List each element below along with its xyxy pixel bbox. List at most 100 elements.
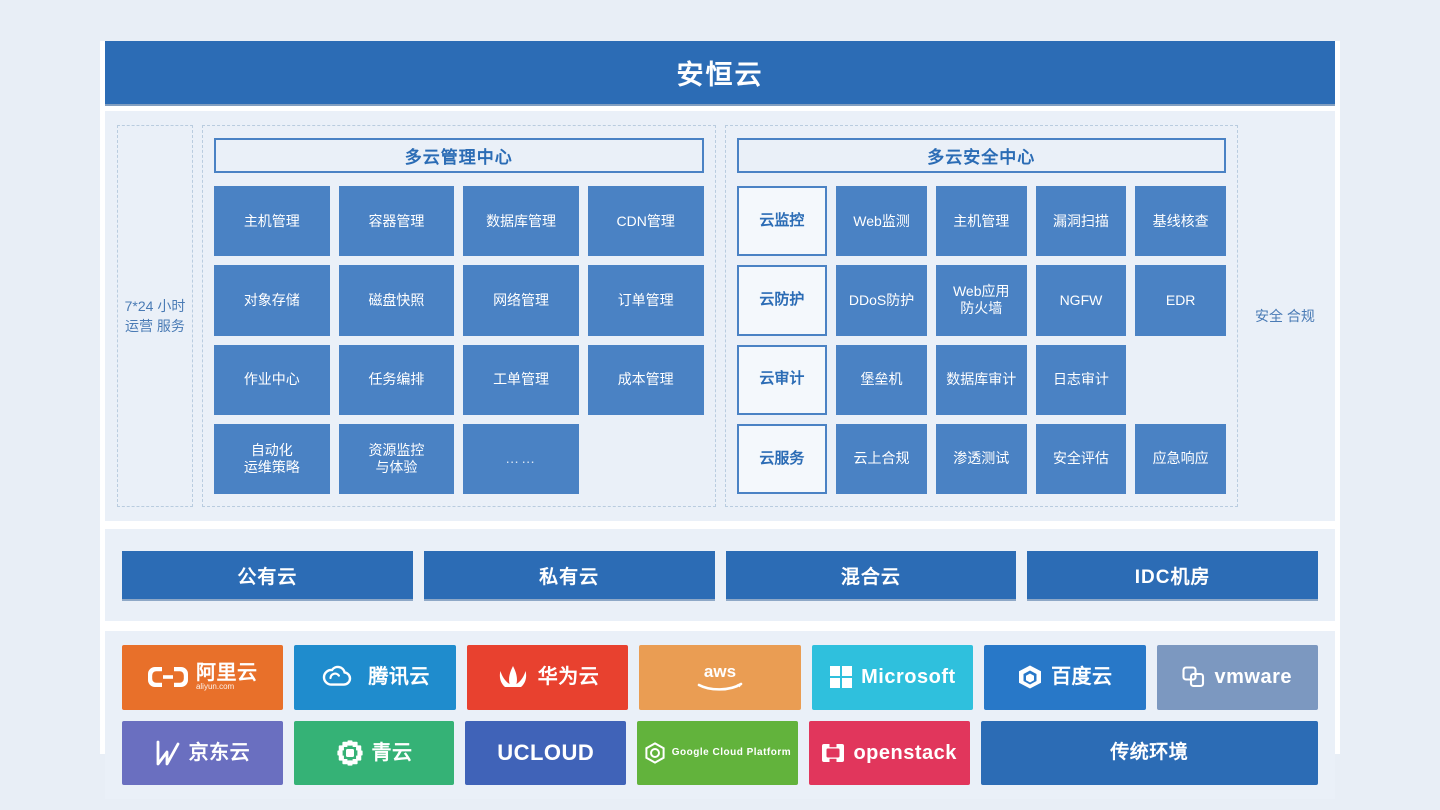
vendor-label-wrap: 传统环境 xyxy=(1110,743,1188,762)
vendor-openstack[interactable]: openstack xyxy=(808,720,970,785)
openstack-icon xyxy=(821,742,845,763)
huawei-icon xyxy=(496,664,530,690)
security-center-title-label: 多云安全中心 xyxy=(927,148,1036,167)
tile-数据库管理[interactable]: 数据库管理 xyxy=(463,186,579,257)
vendor-name-tencent: 腾讯云 xyxy=(368,666,430,689)
vendor-traditional[interactable]: 传统环境 xyxy=(980,720,1318,785)
tile-漏洞扫描[interactable]: 漏洞扫描 xyxy=(1035,186,1127,257)
tile-NGFW[interactable]: NGFW xyxy=(1035,265,1127,336)
vendor-name-jd-cloud: 京东云 xyxy=(188,741,251,764)
vendor-tencent[interactable]: 腾讯云 xyxy=(294,645,456,710)
vendor-label-wrap: vmware xyxy=(1214,667,1292,687)
svg-text:aws: aws xyxy=(704,662,736,681)
tencent-cloud-icon xyxy=(320,664,360,690)
tile-任务编排[interactable]: 任务编排 xyxy=(338,344,455,415)
vendor-name-huawei: 华为云 xyxy=(537,666,600,689)
tile-工单管理[interactable]: 工单管理 xyxy=(463,344,579,415)
cloud-type-IDC机房[interactable]: IDC机房 xyxy=(1027,551,1318,599)
tile-CDN管理[interactable]: CDN管理 xyxy=(587,186,704,257)
vendor-label-wrap: 京东云 xyxy=(189,743,251,763)
vendor-sub-aliyun: aliyun.com xyxy=(195,682,235,692)
tile-基线核查[interactable]: 基线核查 xyxy=(1135,186,1226,257)
tile-资源监控-与体验[interactable]: 资源监控 与体验 xyxy=(338,423,455,494)
aliyun-icon xyxy=(147,664,188,690)
tile-云监控[interactable]: 云监控 xyxy=(736,186,828,257)
tile-堡垒机[interactable]: 堡垒机 xyxy=(836,344,927,415)
tile-云审计[interactable]: 云审计 xyxy=(736,344,828,415)
management-center-title: 多云管理中心 xyxy=(214,138,704,173)
tile-……[interactable]: …… xyxy=(463,423,579,494)
tile-云服务[interactable]: 云服务 xyxy=(736,423,828,494)
tile-成本管理[interactable]: 成本管理 xyxy=(587,344,704,415)
tile-渗透测试[interactable]: 渗透测试 xyxy=(935,423,1027,494)
tile-empty xyxy=(588,424,704,494)
vendor-name-ucloud: UCLOUD xyxy=(497,739,595,765)
tile-主机管理[interactable]: 主机管理 xyxy=(214,186,330,257)
tile-主机管理[interactable]: 主机管理 xyxy=(935,186,1027,257)
vendor-name-vmware: vmware xyxy=(1214,666,1292,689)
tile-日志审计[interactable]: 日志审计 xyxy=(1035,344,1127,415)
tile-磁盘快照[interactable]: 磁盘快照 xyxy=(338,265,455,336)
qingcloud-icon xyxy=(336,739,364,767)
tile-云防护[interactable]: 云防护 xyxy=(736,265,828,336)
vendor-label-wrap: 华为云 xyxy=(538,667,600,687)
vmware-icon xyxy=(1182,666,1206,688)
jd-cloud-icon xyxy=(155,739,181,767)
tile-云上合规[interactable]: 云上合规 xyxy=(836,423,927,494)
tile-Web应用-防火墙[interactable]: Web应用 防火墙 xyxy=(935,265,1027,336)
cloud-type-混合云[interactable]: 混合云 xyxy=(725,551,1017,599)
vendor-label-wrap: Microsoft xyxy=(861,667,956,687)
vendor-name-traditional: 传统环境 xyxy=(1110,742,1189,764)
aws-icon: aws xyxy=(694,662,746,692)
page-title: 安恒云 xyxy=(676,60,764,90)
vendor-ucloud[interactable]: UCLOUD xyxy=(465,720,627,785)
vendor-microsoft[interactable]: Microsoft xyxy=(811,645,974,710)
tile-Web监测[interactable]: Web监测 xyxy=(836,186,927,257)
vendor-jd-cloud[interactable]: 京东云 xyxy=(122,720,283,785)
vendor-row-2: 京东云 青云 UCLOUD Google Cloud Platform openstac… xyxy=(122,720,1318,785)
tile-数据库审计[interactable]: 数据库审计 xyxy=(935,344,1027,415)
tile-自动化-运维策略[interactable]: 自动化 运维策略 xyxy=(214,423,330,494)
vendor-gcp[interactable]: Google Cloud Platform xyxy=(637,720,798,785)
cloud-type-公有云[interactable]: 公有云 xyxy=(122,551,413,599)
left-service-column: 7*24 小时 运营 服务 xyxy=(117,125,193,507)
vendor-name-openstack: openstack xyxy=(853,741,957,764)
tile-DDoS防护[interactable]: DDoS防护 xyxy=(836,265,927,336)
microsoft-icon xyxy=(829,665,853,689)
vendor-vmware[interactable]: vmware xyxy=(1156,645,1318,710)
right-compliance-column: 安全 合规 xyxy=(1247,125,1323,507)
vendor-label-wrap: openstack xyxy=(853,743,956,763)
vendor-qingcloud[interactable]: 青云 xyxy=(293,720,455,785)
cloud-type-私有云[interactable]: 私有云 xyxy=(423,551,715,599)
management-center-title-label: 多云管理中心 xyxy=(404,148,513,167)
left-service-label: 7*24 小时 运营 服务 xyxy=(124,297,186,334)
vendor-label-wrap: 百度云 xyxy=(1051,667,1113,687)
tile-作业中心[interactable]: 作业中心 xyxy=(214,344,330,415)
tile-EDR[interactable]: EDR xyxy=(1135,265,1226,336)
tile-订单管理[interactable]: 订单管理 xyxy=(587,265,704,336)
vendor-aws[interactable]: aws xyxy=(639,645,801,710)
tile-应急响应[interactable]: 应急响应 xyxy=(1135,423,1226,494)
tile-对象存储[interactable]: 对象存储 xyxy=(214,265,330,336)
tile-容器管理[interactable]: 容器管理 xyxy=(338,186,455,257)
vendor-baidu[interactable]: 百度云 xyxy=(984,645,1146,710)
right-compliance-label: 安全 合规 xyxy=(1255,307,1315,324)
tile-网络管理[interactable]: 网络管理 xyxy=(463,265,579,336)
vendor-label-wrap: UCLOUD xyxy=(497,739,595,765)
vendor-huawei[interactable]: 华为云 xyxy=(466,645,629,710)
tile-安全评估[interactable]: 安全评估 xyxy=(1035,423,1127,494)
header-bar: 安恒云 xyxy=(105,41,1335,104)
vendor-name-aliyun: 阿里云 xyxy=(195,662,258,685)
